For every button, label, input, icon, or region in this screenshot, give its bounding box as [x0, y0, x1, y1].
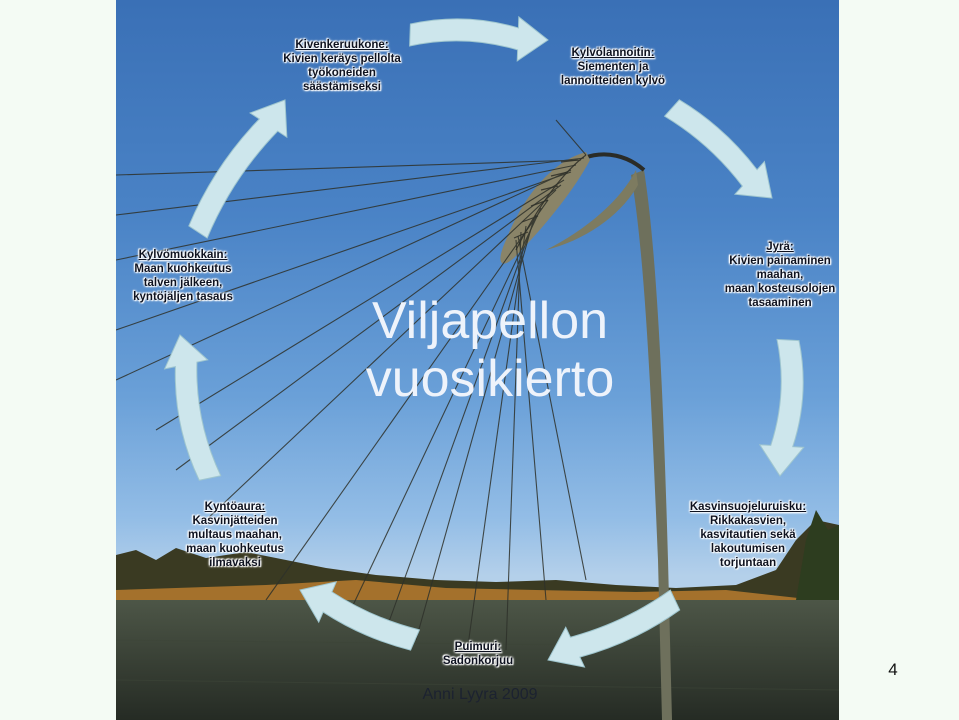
- title-line-1: Viljapellon: [371, 292, 609, 350]
- step-desc-line: Kivien painaminen: [729, 255, 831, 267]
- arrow-4-to-5: [547, 589, 681, 668]
- step-name: Kasvinsuojeluruisku:: [689, 501, 807, 513]
- author-credit: Anni Lyyra 2009: [422, 686, 538, 703]
- step-desc-line: Maan kuohkeutus: [134, 263, 232, 275]
- arrow-2-to-3: [663, 99, 773, 199]
- step-plough: Kyntöaura: Kasvinjätteiden multaus maaha…: [160, 500, 310, 570]
- step-desc-line: multaus maahan,: [188, 529, 282, 541]
- arrow-5-to-6: [299, 581, 421, 651]
- step-name: Kyntöaura:: [204, 501, 266, 513]
- step-desc-line: ilmavaksi: [209, 557, 261, 569]
- step-seed-drill: Kylvölannoitin: Siementen ja lannoitteid…: [538, 46, 688, 88]
- title-line-2: vuosikierto: [365, 350, 615, 408]
- step-desc-line: maan kuohkeutus: [186, 543, 284, 555]
- step-desc-line: Kasvinjätteiden: [192, 515, 278, 527]
- step-name: Puimuri:: [454, 641, 502, 653]
- step-roller: Jyrä: Kivien painaminen maahan, maan kos…: [700, 240, 860, 310]
- step-desc-line: kyntöjäljen tasaus: [133, 291, 233, 303]
- step-name: Jyrä:: [766, 241, 794, 253]
- step-desc-line: torjuntaan: [719, 557, 777, 569]
- page-number: 4: [888, 660, 898, 679]
- diagram-title: Viljapellon vuosikierto: [330, 292, 650, 408]
- step-desc-line: Rikkakasvien,: [709, 515, 787, 527]
- arrow-7-to-1: [188, 99, 288, 239]
- step-desc-line: maan kosteusolojen: [724, 283, 836, 295]
- step-desc-line: lakoutumisen: [710, 543, 786, 555]
- arrow-1-to-2: [409, 15, 549, 62]
- step-desc-line: talven jälkeen,: [143, 277, 223, 289]
- arrow-6-to-7: [163, 334, 222, 481]
- step-stone-picker: Kivenkeruukone: Kivien keräys pellolta t…: [262, 38, 422, 94]
- step-name: Kylvölannoitin:: [571, 47, 655, 59]
- step-desc-line: säästämiseksi: [302, 81, 381, 93]
- step-name: Kylvömuokkain:: [138, 249, 228, 261]
- step-desc-line: Siementen ja: [577, 61, 649, 73]
- step-seedbed-cultivator: Kylvömuokkain: Maan kuohkeutus talven jä…: [108, 248, 258, 304]
- step-desc-line: tasaaminen: [748, 297, 812, 309]
- step-name: Kivenkeruukone:: [295, 39, 389, 51]
- step-desc-line: kasvitautien sekä: [700, 529, 796, 541]
- barley-field-photo: [116, 0, 839, 720]
- step-combine-harvester: Puimuri: Sadonkorjuu: [418, 640, 538, 668]
- step-desc-line: Sadonkorjuu: [442, 655, 514, 667]
- step-desc-line: Kivien keräys pellolta: [283, 53, 401, 65]
- step-desc-line: maahan,: [756, 269, 804, 281]
- step-desc-line: lannoitteiden kylvö: [560, 75, 666, 87]
- arrow-3-to-4: [758, 338, 805, 477]
- step-desc-line: työkoneiden: [308, 67, 376, 79]
- step-crop-sprayer: Kasvinsuojeluruisku: Rikkakasvien, kasvi…: [668, 500, 828, 570]
